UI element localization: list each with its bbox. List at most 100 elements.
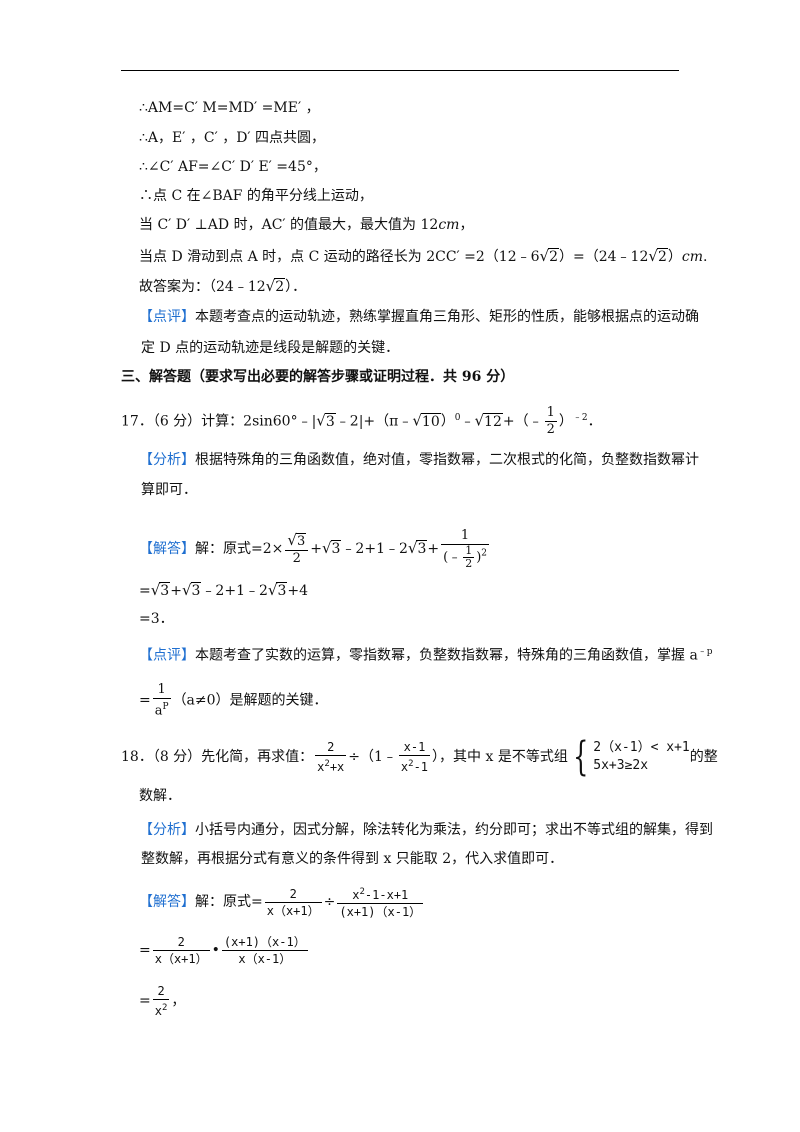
- sqrt-sign: √: [539, 247, 550, 265]
- radicand-2: 2: [656, 248, 668, 265]
- solution-17-step-2: =√3+√3﹣2+1﹣2√3+4: [139, 580, 308, 601]
- question-18-line-2: 数解．: [139, 788, 181, 804]
- step2-d: +4: [287, 583, 309, 599]
- exp-neg-two: ﹣2: [572, 412, 588, 423]
- num: 1: [463, 544, 475, 558]
- sqrt-sign: √: [316, 411, 326, 430]
- line6-text-b: ）=（24﹣12: [559, 249, 649, 265]
- plus: +: [170, 583, 182, 599]
- q17-lead: 17．（6 分）计算：2sin60°﹣|: [121, 413, 317, 430]
- ineq-2: 5x+3≥2x: [593, 758, 649, 773]
- radicand-10: 10: [420, 412, 441, 430]
- analysis-tag: 【分析】: [139, 822, 195, 838]
- sqrt-sign: √: [407, 539, 418, 557]
- x: x: [154, 1004, 162, 1018]
- q17-mid3: ﹣: [460, 413, 475, 430]
- q17-mid1: ﹣2|+（π﹣: [335, 413, 413, 430]
- line5-end: ，: [459, 217, 474, 233]
- step2-c: ﹣2+1﹣2: [201, 583, 268, 599]
- q17-mid2: ）: [440, 413, 455, 430]
- num: (x+1)（x-1）: [221, 935, 308, 951]
- sqrt-sign: √: [150, 581, 161, 599]
- left-brace: {: [572, 734, 589, 780]
- review-17-line-1: 【点评】本题考查了实数的运算，零指数幂，负整数指数幂，特殊角的三角函数值，掌握 …: [139, 642, 713, 666]
- review-text: 本题考查了实数的运算，零指数幂，负整数指数幂，特殊角的三角函数值，掌握 a: [195, 647, 698, 664]
- square: 2: [481, 548, 487, 559]
- exp-zero: 0: [454, 412, 461, 423]
- review-tag: 【点评】: [139, 647, 195, 664]
- base: a: [154, 703, 163, 719]
- line6-text-c: ）: [667, 249, 682, 265]
- x: x: [317, 760, 325, 774]
- radicand-12: 12: [483, 412, 503, 430]
- review-17-line-2: =1 aP（a≠0）是解题的关键．: [139, 682, 328, 719]
- fraction-2: x2-1-x+1(x+1)（x-1）: [337, 884, 424, 920]
- solution-17-step-3: =3．: [139, 611, 174, 627]
- eq: =: [139, 692, 151, 709]
- radicand-3: 3: [276, 582, 288, 599]
- one-over-a-p: 1 aP: [152, 682, 171, 719]
- radicand-3: 3: [330, 540, 342, 557]
- analysis-17-line-1: 【分析】根据特殊角的三角函数值，绝对值，零指数幂，二次根式的化简，负整数指数幂计: [139, 450, 699, 470]
- comma: ，: [171, 993, 186, 1009]
- radicand-2: 2: [274, 278, 286, 295]
- num: 2: [152, 934, 210, 951]
- q18-lead: 18．（8 分）先化简，再求值：: [121, 749, 314, 765]
- inequality-system: 2（x-1）< x+1 5x+3≥2x: [593, 739, 689, 775]
- ineq-1: 2（x-1）< x+1: [593, 740, 690, 755]
- den: x（x+1）: [154, 952, 208, 966]
- solution-line-6: 当点 D 滑动到点 A 时，点 C 运动的路径长为 2CC′ =2（12﹣6√2…: [139, 246, 707, 267]
- review-1-line-2: 定 D 点的运动轨迹是线段是解题的关键．: [141, 340, 400, 356]
- radicand-3: 3: [324, 412, 336, 430]
- den: x2: [153, 1000, 170, 1019]
- radicand-3: 3: [190, 582, 202, 599]
- num: 1: [152, 682, 171, 699]
- answer-end: ）．: [285, 279, 307, 295]
- radicand-3: 3: [416, 540, 428, 557]
- num: 2: [315, 739, 347, 756]
- q17-tail: ．: [587, 413, 602, 430]
- num: √3: [285, 532, 309, 551]
- den: x2+x: [317, 759, 345, 774]
- section-title: 三、解答题（要求写出必要的解答步骤或证明过程．共 96 分）: [121, 369, 515, 385]
- answer-tag: 【解答】: [139, 541, 195, 557]
- answer-text: 故答案为：（24﹣12: [139, 279, 266, 295]
- sqrt-sign: √: [181, 581, 192, 599]
- eq: =: [139, 993, 151, 1009]
- review-tail: （a≠0）是解题的关键．: [172, 692, 328, 709]
- open: (﹣: [443, 550, 462, 565]
- unit-cm: cm: [438, 217, 460, 233]
- num: 2: [264, 886, 322, 903]
- x: x: [400, 760, 409, 774]
- radicand-3: 3: [159, 582, 171, 599]
- line5-text: 当 C′ D′ ⊥AD 时，AC′ 的值最大，最大值为 12: [139, 217, 439, 233]
- den: 2: [546, 422, 555, 437]
- line6-text-a: 当点 D 滑动到点 A 时，点 C 运动的路径长为 2CC′ =2（12﹣6: [139, 249, 540, 265]
- den: x（x-1）: [238, 952, 292, 966]
- analysis-tag: 【分析】: [139, 452, 195, 468]
- plus: +: [310, 541, 322, 557]
- review-tag: 【点评】: [139, 309, 195, 325]
- radicand-2: 2: [548, 248, 560, 265]
- radicand: 3: [295, 532, 307, 549]
- sqrt-sign: √: [321, 539, 332, 557]
- answer-lead: 解：原式=: [195, 894, 263, 910]
- exp: P: [162, 702, 169, 712]
- exp-neg-p: ﹣p: [697, 647, 713, 657]
- fraction-2-over-x2-x: 2 x2+x: [315, 739, 347, 775]
- plus-x: +x: [329, 760, 345, 774]
- analysis-text: 根据特殊角的三角函数值，绝对值，零指数幂，二次根式的化简，负整数指数幂计: [195, 452, 699, 468]
